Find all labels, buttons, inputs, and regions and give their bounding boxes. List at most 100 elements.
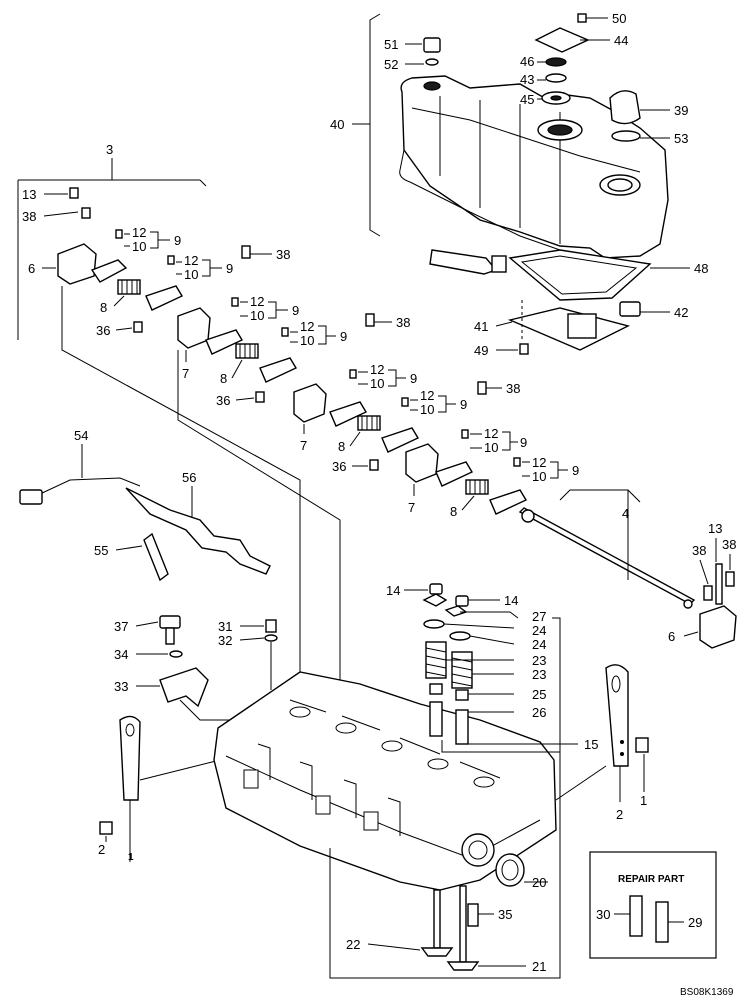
callout-12f[interactable]: 12 <box>420 388 434 403</box>
callout-1b[interactable]: 1 <box>640 793 647 808</box>
rocker-support[interactable] <box>293 383 327 423</box>
callout-38e[interactable]: 38 <box>692 543 706 558</box>
callout-27[interactable]: 27 <box>532 609 546 624</box>
callout-43[interactable]: 43 <box>520 72 534 87</box>
callout-10a[interactable]: 10 <box>132 239 146 254</box>
adjusting-screw[interactable] <box>167 255 175 265</box>
rocker-arm[interactable] <box>90 259 128 283</box>
rocker-spring[interactable] <box>357 415 381 431</box>
adjusting-screw[interactable] <box>401 397 409 407</box>
callout-36c[interactable]: 36 <box>332 459 346 474</box>
callout-9h[interactable]: 9 <box>572 463 579 478</box>
rocker-support[interactable] <box>177 307 211 349</box>
callout-8b[interactable]: 8 <box>220 371 227 386</box>
exhaust-valve-stem[interactable] <box>459 885 467 963</box>
lifting-eye-bolt[interactable] <box>635 737 649 753</box>
repair-part-item-29[interactable]: 29 <box>688 915 702 930</box>
callout-10g[interactable]: 10 <box>484 440 498 455</box>
valve-cap[interactable] <box>429 583 443 595</box>
callout-46[interactable]: 46 <box>520 54 534 69</box>
adjusting-screw[interactable] <box>281 327 289 337</box>
callout-9d[interactable]: 9 <box>340 329 347 344</box>
callout-56[interactable]: 56 <box>182 470 196 485</box>
callout-7b[interactable]: 7 <box>300 438 307 453</box>
sealant-tube[interactable] <box>429 249 498 275</box>
rocker-bolt[interactable] <box>715 563 723 605</box>
callout-45[interactable]: 45 <box>520 92 534 107</box>
callout-10e[interactable]: 10 <box>370 376 384 391</box>
callout-26[interactable]: 26 <box>532 705 546 720</box>
callout-9a[interactable]: 9 <box>174 233 181 248</box>
callout-6b[interactable]: 6 <box>668 629 675 644</box>
rocker-bolt[interactable] <box>703 585 713 601</box>
callout-15[interactable]: 15 <box>584 737 598 752</box>
callout-3[interactable]: 3 <box>106 142 113 157</box>
callout-7[interactable]: 7 <box>182 366 189 381</box>
lifting-eye-bolt[interactable] <box>99 821 113 835</box>
rocker-arm[interactable] <box>381 427 419 453</box>
rocker-support[interactable] <box>405 443 439 483</box>
valve-cover-gasket[interactable] <box>508 249 652 301</box>
valve-cap[interactable] <box>455 595 469 607</box>
valve-stem-seal[interactable] <box>429 683 443 695</box>
callout-20[interactable]: 20 <box>532 875 546 890</box>
callout-8d[interactable]: 8 <box>450 504 457 519</box>
callout-9g[interactable]: 9 <box>520 435 527 450</box>
callout-51[interactable]: 51 <box>384 37 398 52</box>
rocker-bolt-13[interactable] <box>69 187 79 199</box>
callout-23b[interactable]: 23 <box>532 667 546 682</box>
callout-8c[interactable]: 8 <box>338 439 345 454</box>
callout-22[interactable]: 22 <box>346 937 360 952</box>
rocker-spring[interactable] <box>117 279 141 295</box>
callout-48[interactable]: 48 <box>694 261 708 276</box>
callout-10b[interactable]: 10 <box>184 267 198 282</box>
repair-valve-guide[interactable] <box>629 895 643 937</box>
callout-53[interactable]: 53 <box>674 131 688 146</box>
callout-44[interactable]: 44 <box>614 33 628 48</box>
rocker-arm[interactable] <box>205 329 243 355</box>
callout-55[interactable]: 55 <box>94 543 108 558</box>
adjusting-screw[interactable] <box>349 369 357 379</box>
head-plug[interactable] <box>265 619 277 633</box>
callout-49[interactable]: 49 <box>474 343 488 358</box>
repair-part-item-30[interactable]: 30 <box>596 907 610 922</box>
callout-41[interactable]: 41 <box>474 319 488 334</box>
valve-stem-seal[interactable] <box>455 689 469 701</box>
callout-23[interactable]: 23 <box>532 653 546 668</box>
callout-12c[interactable]: 12 <box>250 294 264 309</box>
rocker-bolt[interactable] <box>725 571 735 587</box>
breather-plug[interactable] <box>423 37 441 53</box>
intake-valve[interactable] <box>420 947 454 957</box>
callout-12g[interactable]: 12 <box>484 426 498 441</box>
callout-12e[interactable]: 12 <box>370 362 384 377</box>
adjusting-screw[interactable] <box>231 297 239 307</box>
callout-54[interactable]: 54 <box>74 428 88 443</box>
plate-bolt[interactable] <box>519 343 529 355</box>
callout-32[interactable]: 32 <box>218 633 232 648</box>
callout-4[interactable]: 4 <box>622 506 629 521</box>
callout-38c[interactable]: 38 <box>396 315 410 330</box>
rocker-arm[interactable] <box>435 461 473 487</box>
spring-retainer[interactable] <box>423 619 445 629</box>
callout-7c[interactable]: 7 <box>408 500 415 515</box>
rocker-arm[interactable] <box>329 401 367 427</box>
filler-cap-o-ring[interactable] <box>611 130 641 142</box>
callout-38b[interactable]: 38 <box>276 247 290 262</box>
repair-valve-guide[interactable] <box>655 901 669 943</box>
callout-36[interactable]: 36 <box>96 323 110 338</box>
callout-10f[interactable]: 10 <box>420 402 434 417</box>
callout-50[interactable]: 50 <box>612 11 626 26</box>
callout-8[interactable]: 8 <box>100 300 107 315</box>
stud-bolt[interactable] <box>159 615 181 629</box>
callout-10d[interactable]: 10 <box>300 333 314 348</box>
lifting-eye[interactable] <box>119 715 141 801</box>
rubber-cap[interactable] <box>619 301 641 317</box>
callout-14[interactable]: 14 <box>386 583 400 598</box>
callout-13[interactable]: 13 <box>22 187 36 202</box>
glow-plug-lead[interactable] <box>125 487 271 575</box>
callout-35[interactable]: 35 <box>498 907 512 922</box>
breather-gasket[interactable] <box>545 57 567 67</box>
exhaust-valve[interactable] <box>446 961 480 971</box>
breather-washer[interactable] <box>425 58 439 66</box>
callout-9c[interactable]: 9 <box>292 303 299 318</box>
